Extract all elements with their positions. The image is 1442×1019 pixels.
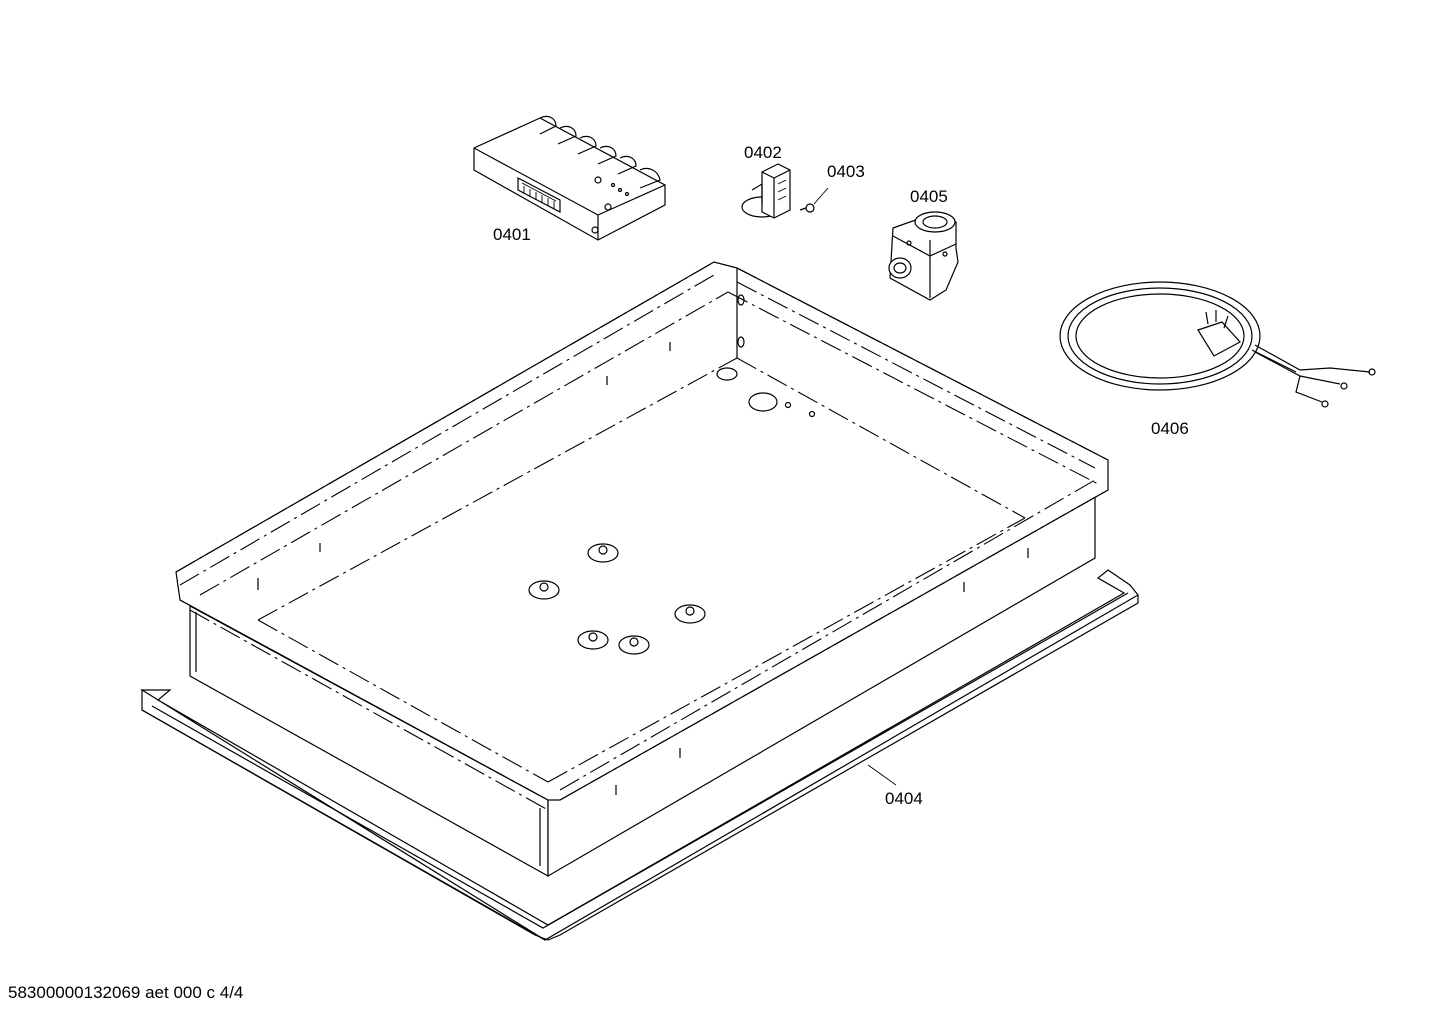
- control-module-drawing: [473, 115, 666, 241]
- burner-holes: [528, 543, 706, 655]
- part-label-0401: 0401: [493, 225, 531, 244]
- part-label-0403: 0403: [827, 162, 865, 181]
- power-cord-drawing: [1059, 281, 1376, 408]
- part-label-0405: 0405: [910, 187, 948, 206]
- hob-tray-drawing: [139, 261, 1139, 941]
- part-label-0404: 0404: [885, 789, 923, 808]
- part-label-0402: 0402: [744, 143, 782, 162]
- drawing-reference-footer: 58300000132069 aet 000 c 4/4: [8, 983, 244, 1002]
- gas-regulator-drawing: [888, 211, 959, 301]
- part-label-0406: 0406: [1151, 419, 1189, 438]
- terminal-block-drawing: [741, 163, 829, 219]
